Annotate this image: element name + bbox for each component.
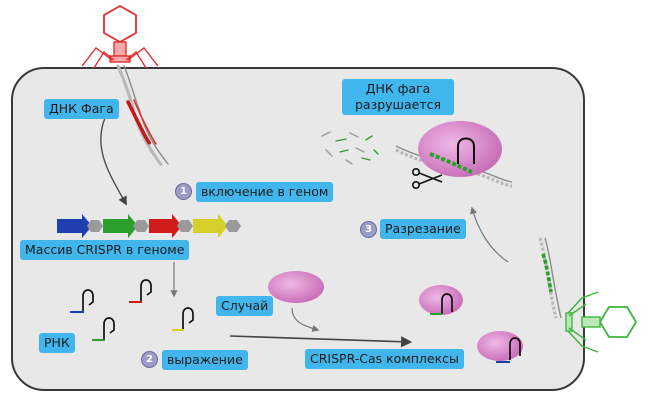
- label-phage-dna-destroyed: ДНК фага разрушается: [342, 79, 454, 115]
- arrow-random: [291, 307, 320, 332]
- phage-icon-top: [81, 4, 159, 69]
- label-cutting: Разрезание: [380, 219, 466, 239]
- dna-helix-right: [538, 237, 562, 319]
- label-integration: включение в геном: [196, 182, 334, 202]
- label-rna: РНК: [39, 333, 75, 353]
- cas-complex-2: [477, 331, 523, 363]
- crispr-array-graphic: [57, 214, 241, 238]
- arrow-to-complexes: [229, 335, 413, 348]
- label-crispr-array: Массив CRISPR в геноме: [20, 240, 190, 260]
- dna-fragments: [321, 131, 379, 165]
- scissors-icon: [411, 168, 443, 190]
- cas-complex-1: [419, 285, 463, 315]
- cutting-event: [395, 121, 513, 188]
- label-phage-dna: ДНК Фага: [44, 99, 119, 119]
- step-2-icon: 2: [141, 351, 158, 368]
- cas-protein-icon: [268, 271, 324, 303]
- label-expression: выражение: [162, 350, 248, 370]
- step-3-icon: 3: [360, 221, 377, 238]
- label-random: Случай: [216, 296, 274, 316]
- arrow-cutting: [470, 206, 509, 263]
- label-complexes: CRISPR-Cas комплексы: [305, 349, 464, 369]
- step-1-icon: 1: [175, 183, 192, 200]
- rna-hairpin-icon: [82, 279, 194, 340]
- arrow-integration: [100, 117, 127, 206]
- phage-icon-right: [565, 291, 638, 353]
- dna-helix-icon: [116, 64, 169, 168]
